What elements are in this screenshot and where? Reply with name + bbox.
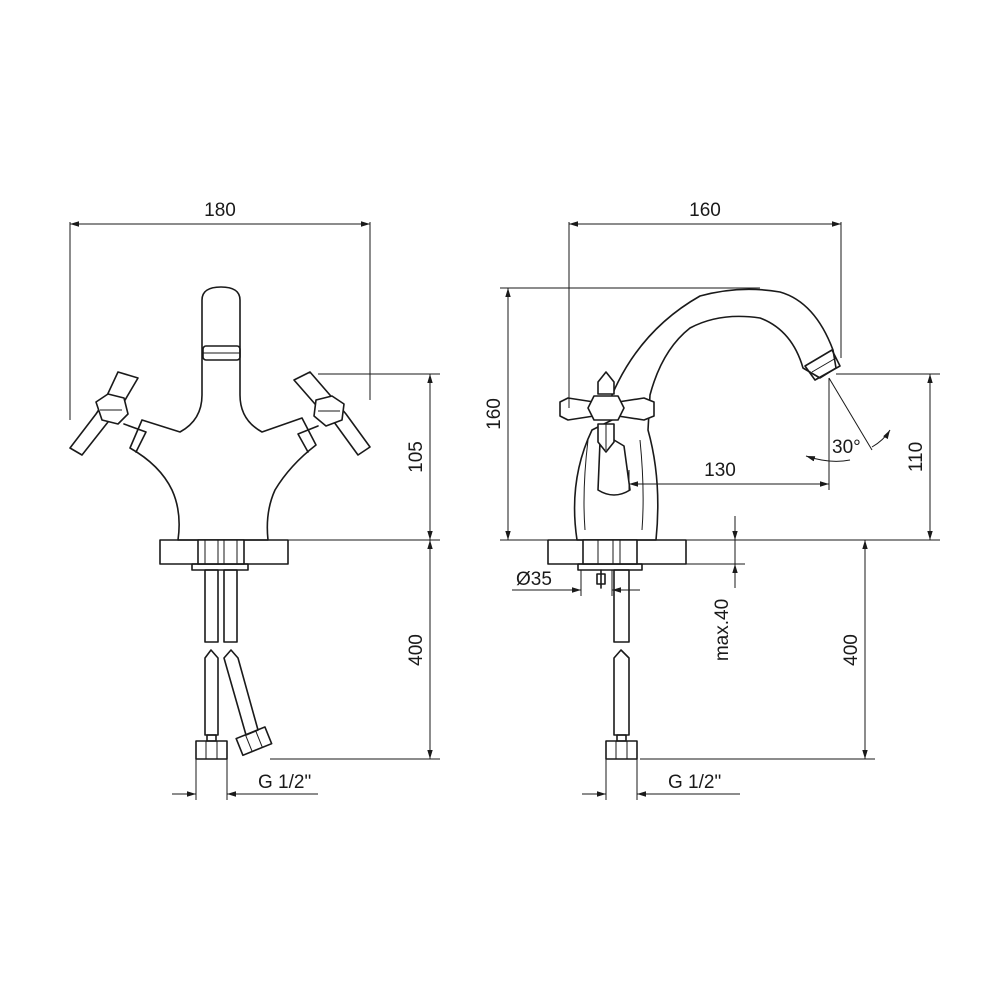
front-left-handle-hub [95, 393, 129, 425]
side-width-dimension: 160 [689, 200, 721, 221]
front-hose-left-upper [204, 569, 219, 643]
side-view: 160 160 130 110 30° Ø35 max.40 [484, 200, 940, 800]
front-hose-right-lower [223, 649, 259, 736]
side-connection-dimension: G 1/2" [668, 772, 721, 793]
front-connection-dimension: G 1/2" [258, 772, 311, 793]
front-height-dimension: 105 [406, 441, 427, 473]
front-hose-right-upper [223, 569, 238, 643]
side-spout-height-dimension: 110 [906, 442, 927, 472]
side-handle-top [597, 371, 615, 395]
front-hose-length-dimension: 400 [406, 634, 427, 666]
side-spout-aerator [804, 349, 841, 381]
front-hose-left-lower [204, 649, 219, 736]
side-angle-dimension: 30° [832, 437, 861, 458]
front-fitting-left [195, 740, 228, 760]
side-body-outline [573, 288, 837, 541]
front-view: 180 105 400 G 1/2" [69, 200, 440, 800]
front-width-dimension: 180 [204, 200, 236, 221]
front-body-outline [129, 286, 317, 541]
side-diameter-dimension: Ø35 [516, 569, 552, 590]
side-height-dimension: 160 [484, 398, 505, 430]
side-fitting [605, 740, 638, 760]
side-hose-length-dimension: 400 [841, 634, 862, 666]
side-hose-upper [613, 569, 630, 643]
front-fitting-right [235, 726, 273, 757]
side-hose-lower [613, 649, 630, 736]
side-max-thickness-dimension: max.40 [712, 599, 733, 661]
side-reach-dimension: 130 [704, 460, 736, 481]
side-handle-hub [587, 395, 625, 421]
